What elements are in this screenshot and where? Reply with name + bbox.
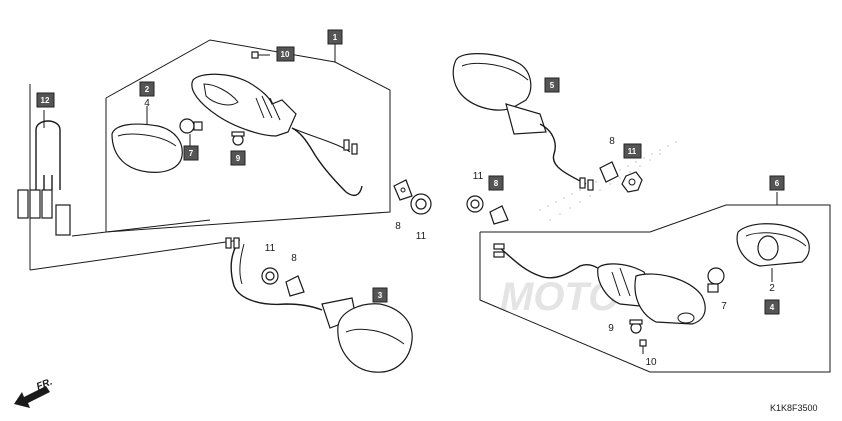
left-rear-winker-assembly: 11 8 [225,237,413,373]
svg-text:6: 6 [775,179,780,188]
ref-num-11-mid: 11 [416,231,427,242]
badge-4-right[interactable]: 4 [764,299,780,315]
badge-1[interactable]: 1 [327,29,343,45]
svg-text:8: 8 [494,179,499,188]
bracket-8-mid [393,179,413,201]
screw-10-right [639,339,647,354]
wire-harness-left-bottom [230,245,323,311]
screw-10 [251,51,270,59]
ref-num-11-left: 11 [265,243,276,254]
svg-text:9: 9 [236,154,241,163]
bracket-8-left [285,275,305,297]
ref-num-7-right: 7 [721,301,727,312]
svg-text:7: 7 [189,149,194,158]
bulb-right [707,267,725,293]
svg-text:5: 5 [550,81,555,90]
badge-12[interactable]: 12 [36,92,55,108]
svg-text:11: 11 [628,147,637,156]
front-arrow-icon [14,386,50,408]
svg-text:1: 1 [333,33,338,42]
nut-11-right [466,195,484,213]
bracket-8-right [489,205,509,225]
badge-8-right[interactable]: 8 [488,175,504,191]
bulb-left [179,118,203,146]
badge-2-left[interactable]: 2 [139,81,155,97]
svg-text:4: 4 [770,303,775,312]
badge-7-left[interactable]: 7 [183,145,199,161]
nut-11-left [261,267,279,285]
winker-lens-left-bottom [337,303,413,373]
diagram-code: K1K8F3500 [770,403,818,413]
nut-11-right-top [621,171,643,193]
ref-num-8-right: 8 [609,136,615,147]
ref-num-11-right: 11 [473,171,484,182]
svg-text:2: 2 [145,85,150,94]
winker-housing-left [191,73,297,137]
winker-housing-right [634,273,706,325]
wire-harness-right-top [539,123,587,185]
badge-11-right-top[interactable]: 11 [623,143,642,159]
front-direction-indicator: FR. [14,377,54,408]
svg-text:3: 3 [378,291,383,300]
right-rear-winker-assembly: 11 7 2 9 10 [466,171,831,373]
front-direction-label: FR. [35,377,54,393]
nut-11-mid [410,193,432,215]
assembly-bracket-outline-right [479,204,831,373]
badge-5[interactable]: 5 [544,77,560,93]
ref-num-4-top: 4 [144,98,150,109]
svg-text:10: 10 [281,50,290,59]
badge-6[interactable]: 6 [769,175,785,191]
ref-num-8-mid: 8 [395,221,401,232]
right-front-winker-assembly: 8 [452,53,643,193]
bracket-8-right-top [599,161,619,183]
badge-9-left[interactable]: 9 [230,150,246,166]
ref-num-8-left: 8 [291,253,297,264]
grommet-9 [231,131,245,146]
ref-num-2-right: 2 [769,283,775,294]
mid-bracket-parts: 8 11 [393,179,432,242]
wire-harness-right-bottom [499,247,605,279]
grommet-9-right [629,319,643,334]
ref-num-9-right: 9 [608,323,614,334]
winker-lens-right-top [452,53,532,111]
wire-harness-left-top [291,127,363,197]
svg-text:12: 12 [41,96,50,105]
badge-3[interactable]: 3 [372,287,388,303]
wire-sub-harness-12 [17,84,241,271]
ref-num-10-right: 10 [645,357,657,368]
badge-10-left[interactable]: 10 [276,46,295,62]
winker-lens-left [111,123,183,173]
left-front-winker-assembly: 4 [105,39,391,233]
